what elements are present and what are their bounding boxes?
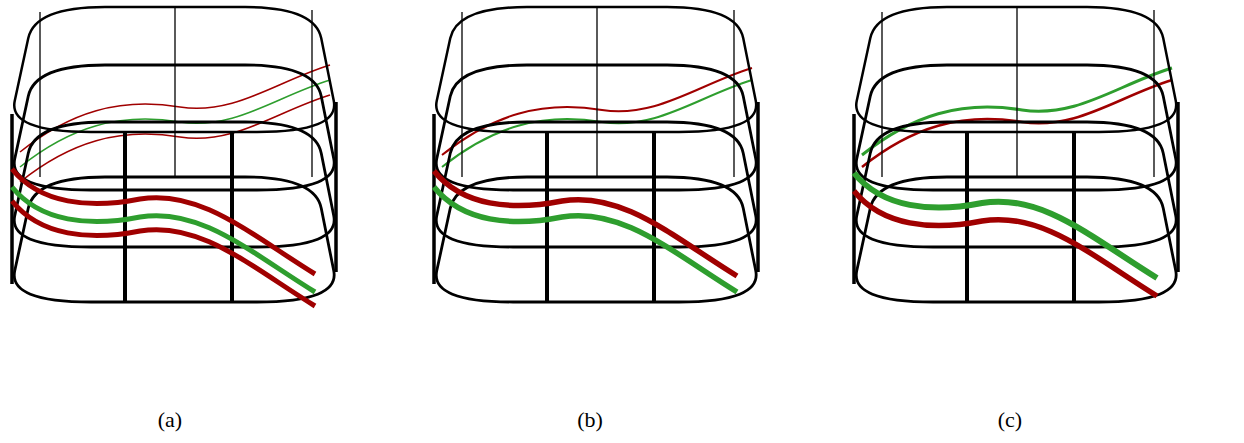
panel-label: (b) <box>577 407 603 433</box>
panel-label: (a) <box>158 407 182 433</box>
panel-label: (c) <box>998 407 1022 433</box>
